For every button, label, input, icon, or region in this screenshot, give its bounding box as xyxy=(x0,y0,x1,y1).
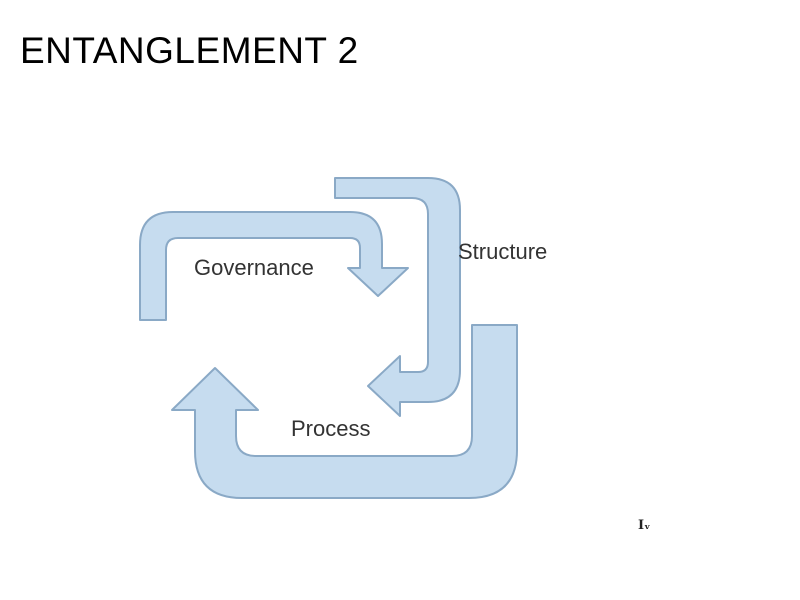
process-arrow xyxy=(171,324,518,499)
governance-arrow xyxy=(139,211,409,321)
structure-arrow xyxy=(334,177,461,417)
process-label: Process xyxy=(291,416,370,441)
governance-label: Governance xyxy=(194,255,314,280)
corner-mark: Iᵥ xyxy=(638,518,651,533)
structure-label: Structure xyxy=(458,239,547,264)
slide-title: ENTANGLEMENT 2 xyxy=(20,30,359,71)
